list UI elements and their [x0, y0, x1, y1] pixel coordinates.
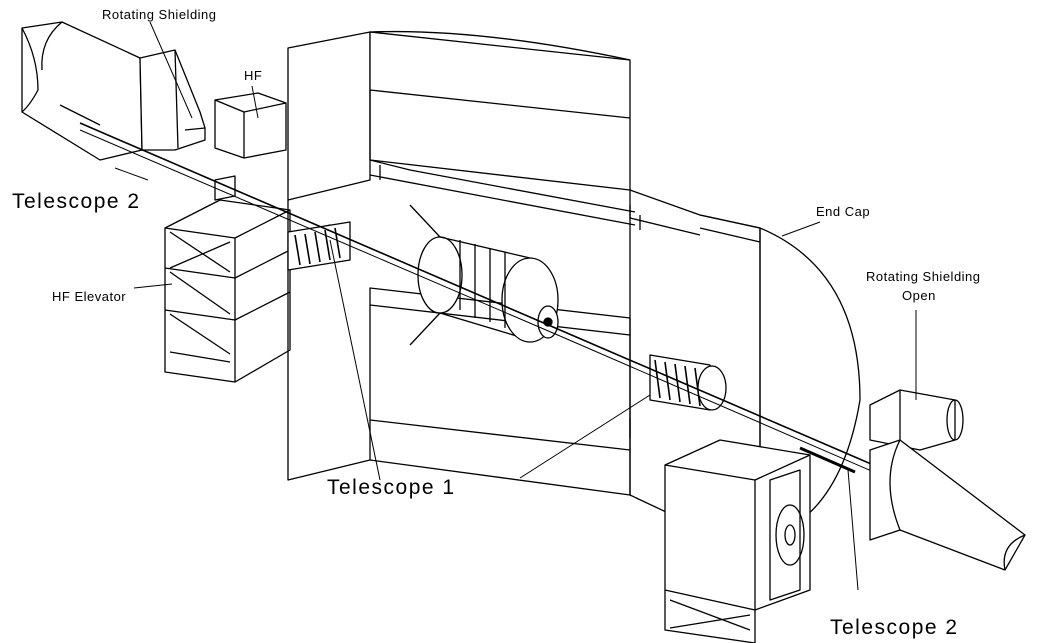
right-elevator — [664, 590, 756, 643]
hf-block — [214, 92, 287, 201]
telescope-1-left-region — [287, 221, 351, 271]
telescope-1-right-region — [649, 354, 727, 411]
label-telescope-2-left: Telescope 2 — [12, 190, 141, 213]
inner-detector — [409, 204, 559, 346]
barrel-yoke-top — [369, 30, 636, 226]
label-rotating-shielding: Rotating Shielding — [102, 7, 217, 22]
right-rotating-shielding — [869, 389, 964, 451]
right-beam-pipe — [869, 439, 1026, 571]
label-telescope-1: Telescope 1 — [327, 476, 456, 499]
label-hf-elevator: HF Elevator — [52, 289, 127, 304]
barrel-yoke-bottom — [369, 287, 631, 496]
hf-elevator — [164, 199, 291, 383]
beam-line — [79, 122, 921, 493]
label-rotating-shielding-open-line2: Open — [902, 288, 936, 303]
right-hf-block — [664, 439, 811, 611]
end-cap — [629, 189, 861, 541]
left-beam-pipe — [21, 21, 143, 161]
label-end-cap: End Cap — [816, 204, 871, 219]
leader-lines — [114, 21, 917, 591]
label-hf: HF — [244, 68, 263, 83]
left-rotating-shielding — [139, 49, 206, 151]
label-rotating-shielding-open-line1: Rotating Shielding — [866, 269, 981, 284]
label-telescope-2-right: Telescope 2 — [830, 616, 959, 639]
